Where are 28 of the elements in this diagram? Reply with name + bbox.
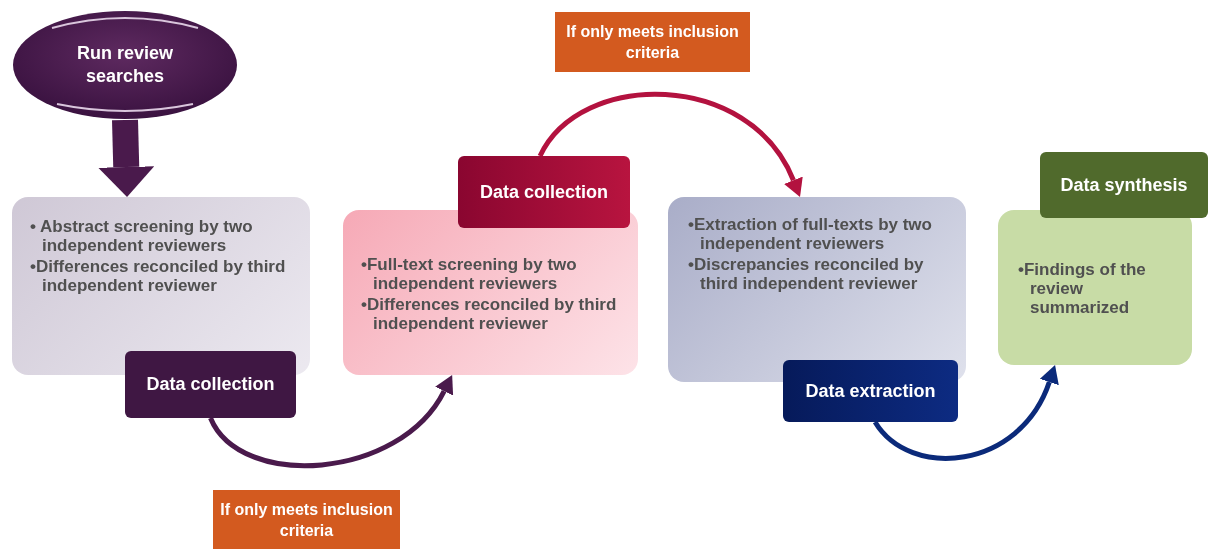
- bullet-text: •Full-text screening by two independent reviewers: [361, 255, 578, 293]
- condition-box: [555, 12, 750, 72]
- condition-text: If only meets inclusion criteria: [565, 22, 740, 63]
- step-label: Data extraction: [805, 380, 936, 402]
- condition-text: If only meets inclusion criteria: [219, 499, 394, 541]
- step-card: [668, 197, 966, 382]
- step-label-tab: [125, 351, 296, 418]
- block-arrow: [98, 119, 155, 197]
- step-card: [343, 210, 638, 375]
- bullet-text: •Findings of the review summarized: [1018, 260, 1147, 317]
- bullet-text: • Abstract screening by two independent reviewers: [30, 217, 254, 255]
- step-label: Data synthesis: [1060, 174, 1188, 196]
- step-label-tab: [458, 156, 630, 228]
- step-label: Data collection: [480, 181, 608, 203]
- curved-arrow: [873, 365, 1059, 461]
- bullet-text: •Differences reconciled by third independent reviewer: [30, 257, 287, 295]
- step-title: Run review searches: [76, 42, 174, 88]
- condition-box: [213, 490, 400, 549]
- step-card: [998, 210, 1192, 365]
- bullet-text: •Extraction of full-texts by two independent reviewers: [688, 215, 933, 253]
- bullet-text: •Differences reconciled by third independent reviewer: [361, 295, 618, 333]
- step-label: Data collection: [146, 374, 275, 395]
- step-card: [12, 197, 310, 375]
- step-label-tab: [1040, 152, 1208, 218]
- curved-arrow: [537, 92, 803, 197]
- bullet-text: •Discrepancies reconciled by third independent reviewer: [688, 255, 925, 293]
- curved-arrow: [208, 376, 454, 468]
- step-label-tab: [783, 360, 958, 422]
